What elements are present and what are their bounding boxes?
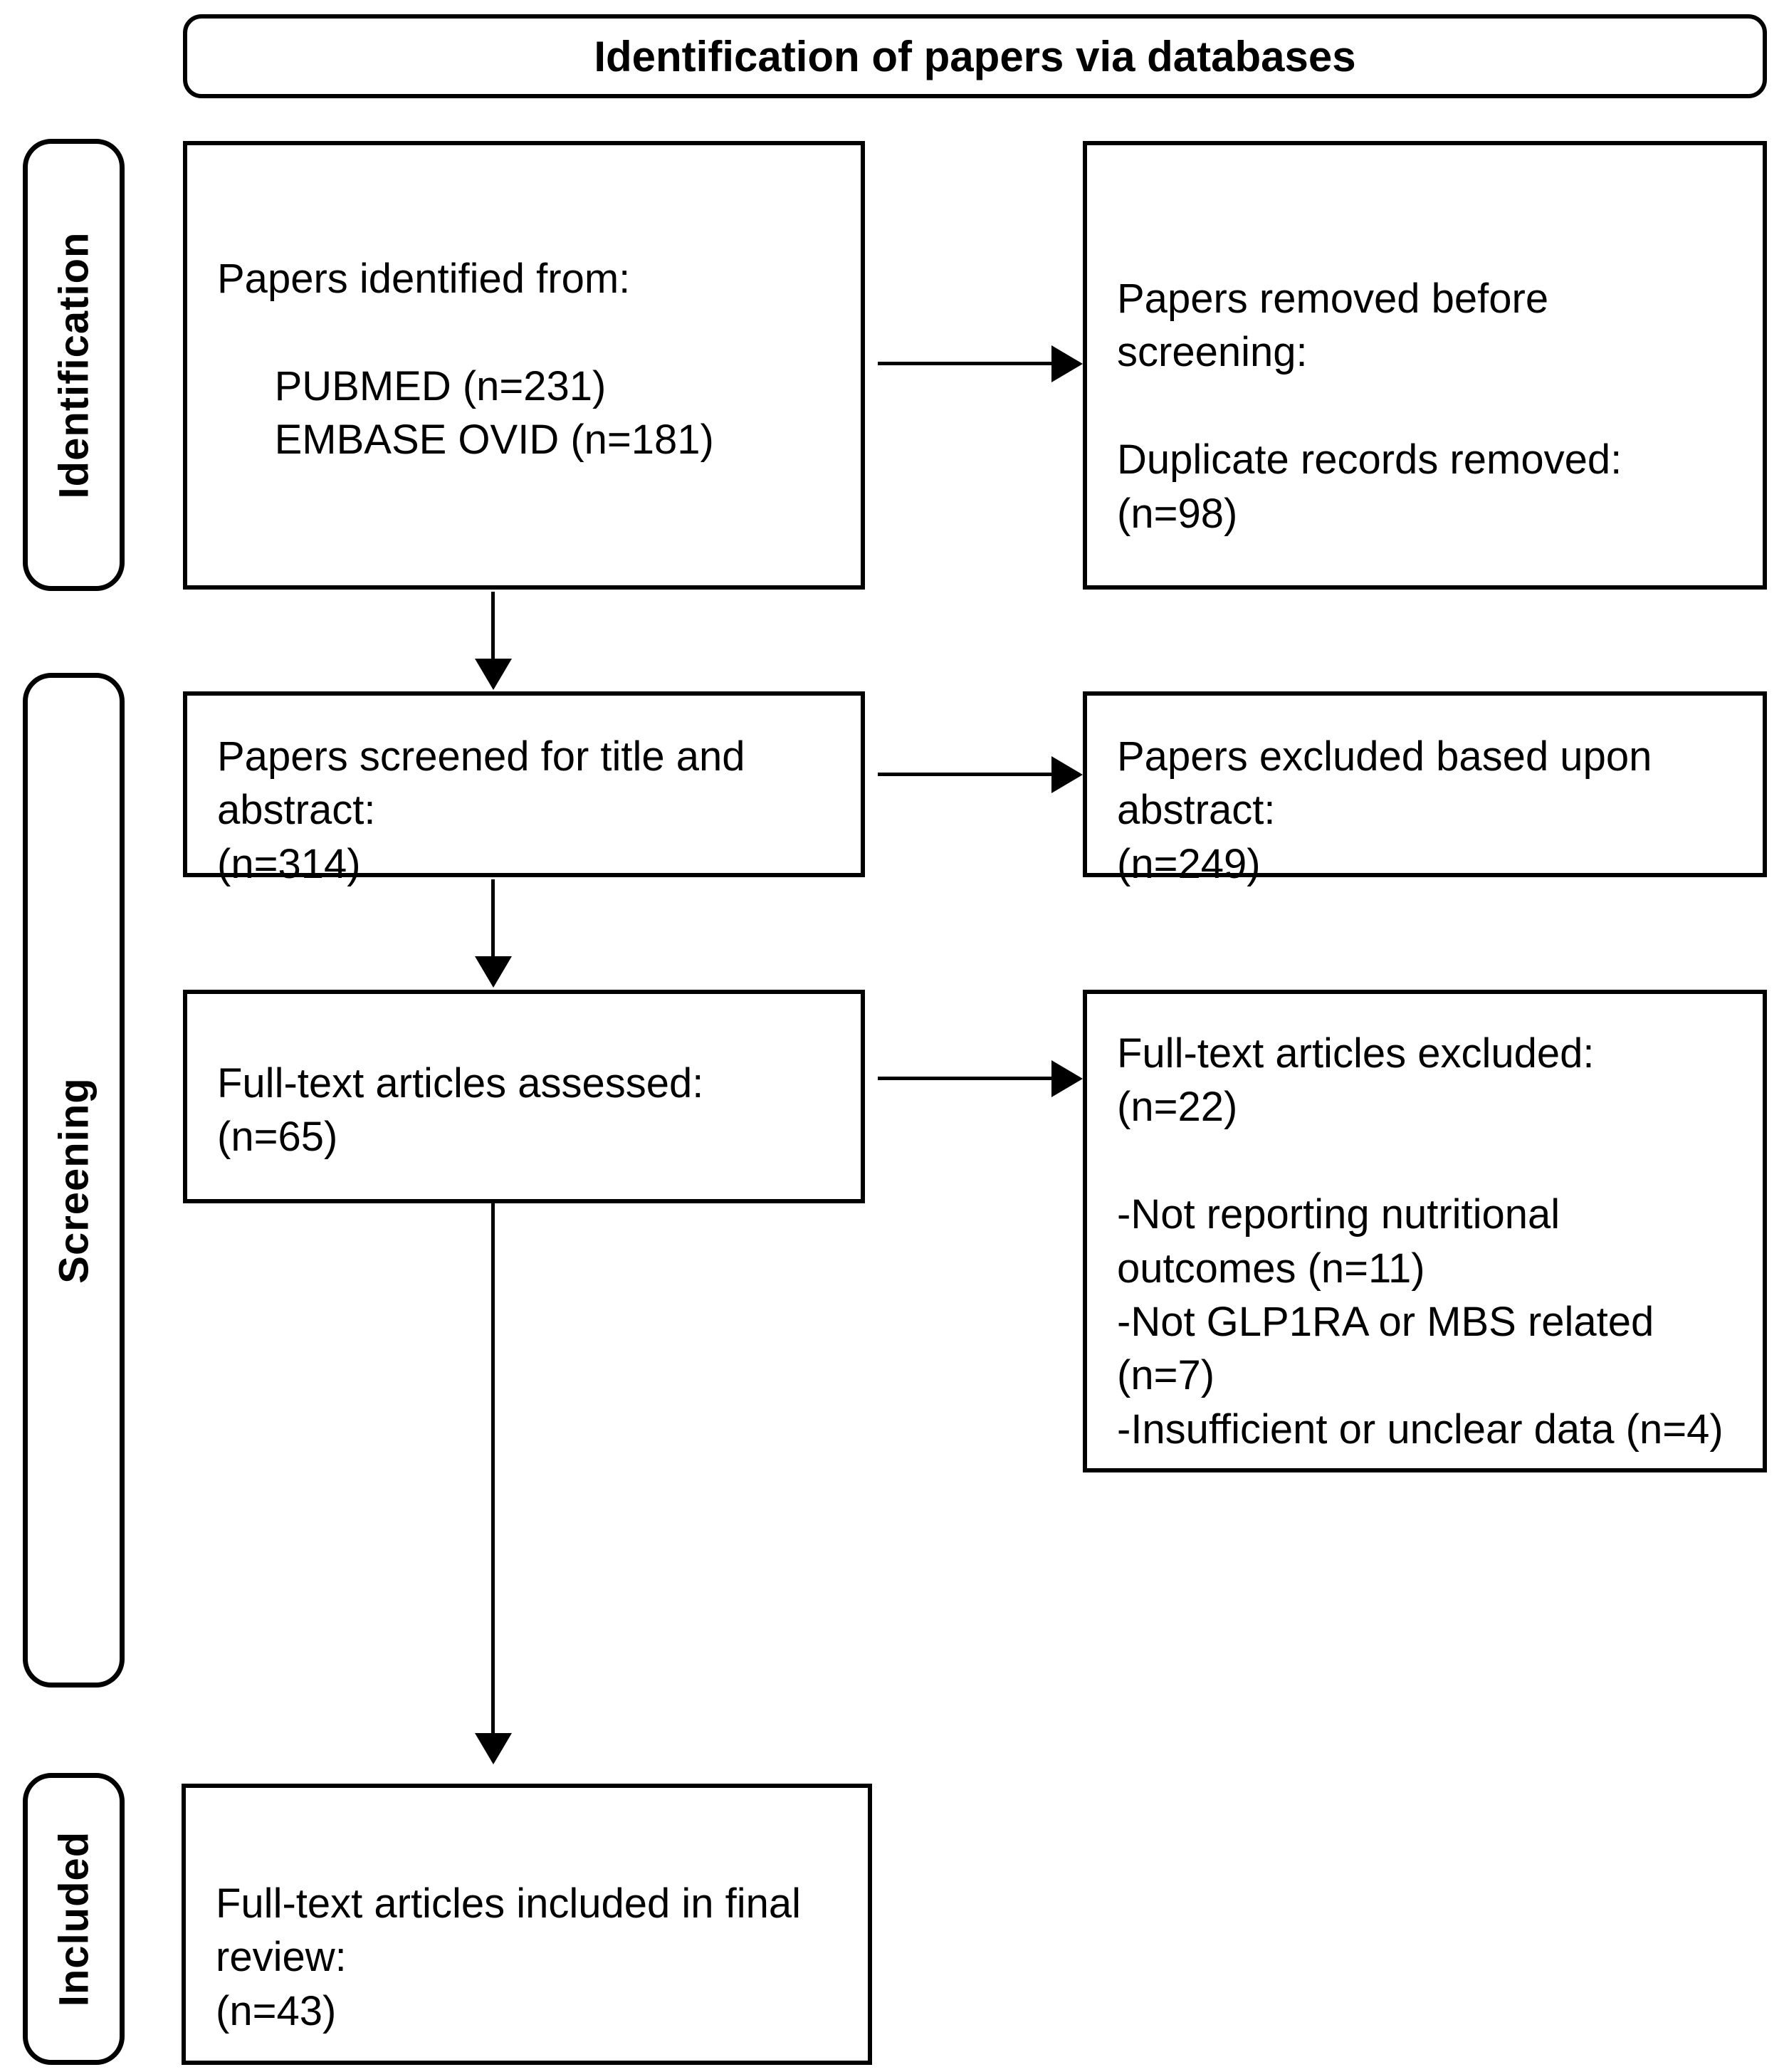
stage-label-included: Included	[51, 1831, 97, 2007]
box-papers-screened-text: Papers screened for title and abstract: …	[217, 733, 745, 887]
stage-band-identification: Identification	[23, 139, 125, 591]
header-banner: Identification of papers via databases	[183, 14, 1767, 98]
box-papers-removed-text: Papers removed before screening: Duplica…	[1117, 276, 1622, 537]
stage-band-screening: Screening	[23, 673, 125, 1688]
box-fulltext-excluded: Full-text articles excluded: (n=22) -Not…	[1083, 990, 1767, 1472]
box-papers-screened: Papers screened for title and abstract: …	[183, 691, 865, 887]
connector-screened-to-excluded-abstract-line	[878, 773, 1057, 776]
box-papers-identified: Papers identified from: PUBMED (n=231) E…	[183, 141, 865, 590]
arrow-down-icon	[475, 659, 512, 690]
stage-label-identification: Identification	[51, 231, 97, 498]
box-papers-excluded-abstract: Papers excluded based upon abstract: (n=…	[1083, 691, 1767, 887]
arrow-right-icon	[1051, 345, 1083, 382]
box-fulltext-included-text: Full-text articles included in final rev…	[216, 1880, 802, 2034]
box-papers-identified-text: Papers identified from: PUBMED (n=231) E…	[217, 256, 714, 464]
arrow-down-icon	[475, 956, 512, 988]
connector-fulltext-to-excluded-fulltext-line	[878, 1077, 1057, 1080]
stage-band-included: Included	[23, 1773, 125, 2065]
box-fulltext-assessed: Full-text articles assessed: (n=65)	[183, 990, 865, 1203]
box-papers-excluded-abstract-text: Papers excluded based upon abstract: (n=…	[1117, 733, 1652, 887]
arrow-right-icon	[1051, 1060, 1083, 1097]
box-fulltext-excluded-text: Full-text articles excluded: (n=22) -Not…	[1117, 1030, 1724, 1453]
stage-label-screening: Screening	[51, 1077, 97, 1284]
page-title: Identification of papers via databases	[594, 32, 1356, 80]
connector-identified-to-removed-line	[878, 362, 1057, 365]
box-fulltext-assessed-text: Full-text articles assessed: (n=65)	[217, 1060, 704, 1161]
box-fulltext-included: Full-text articles included in final rev…	[182, 1784, 872, 2065]
connector-identified-to-screened-line	[491, 592, 495, 660]
connector-fulltext-to-included-line	[491, 1203, 495, 1734]
arrow-right-icon	[1051, 756, 1083, 793]
connector-screened-to-fulltext-line	[491, 879, 495, 958]
box-papers-removed-before-screening: Papers removed before screening: Duplica…	[1083, 141, 1767, 590]
arrow-down-icon	[475, 1733, 512, 1764]
